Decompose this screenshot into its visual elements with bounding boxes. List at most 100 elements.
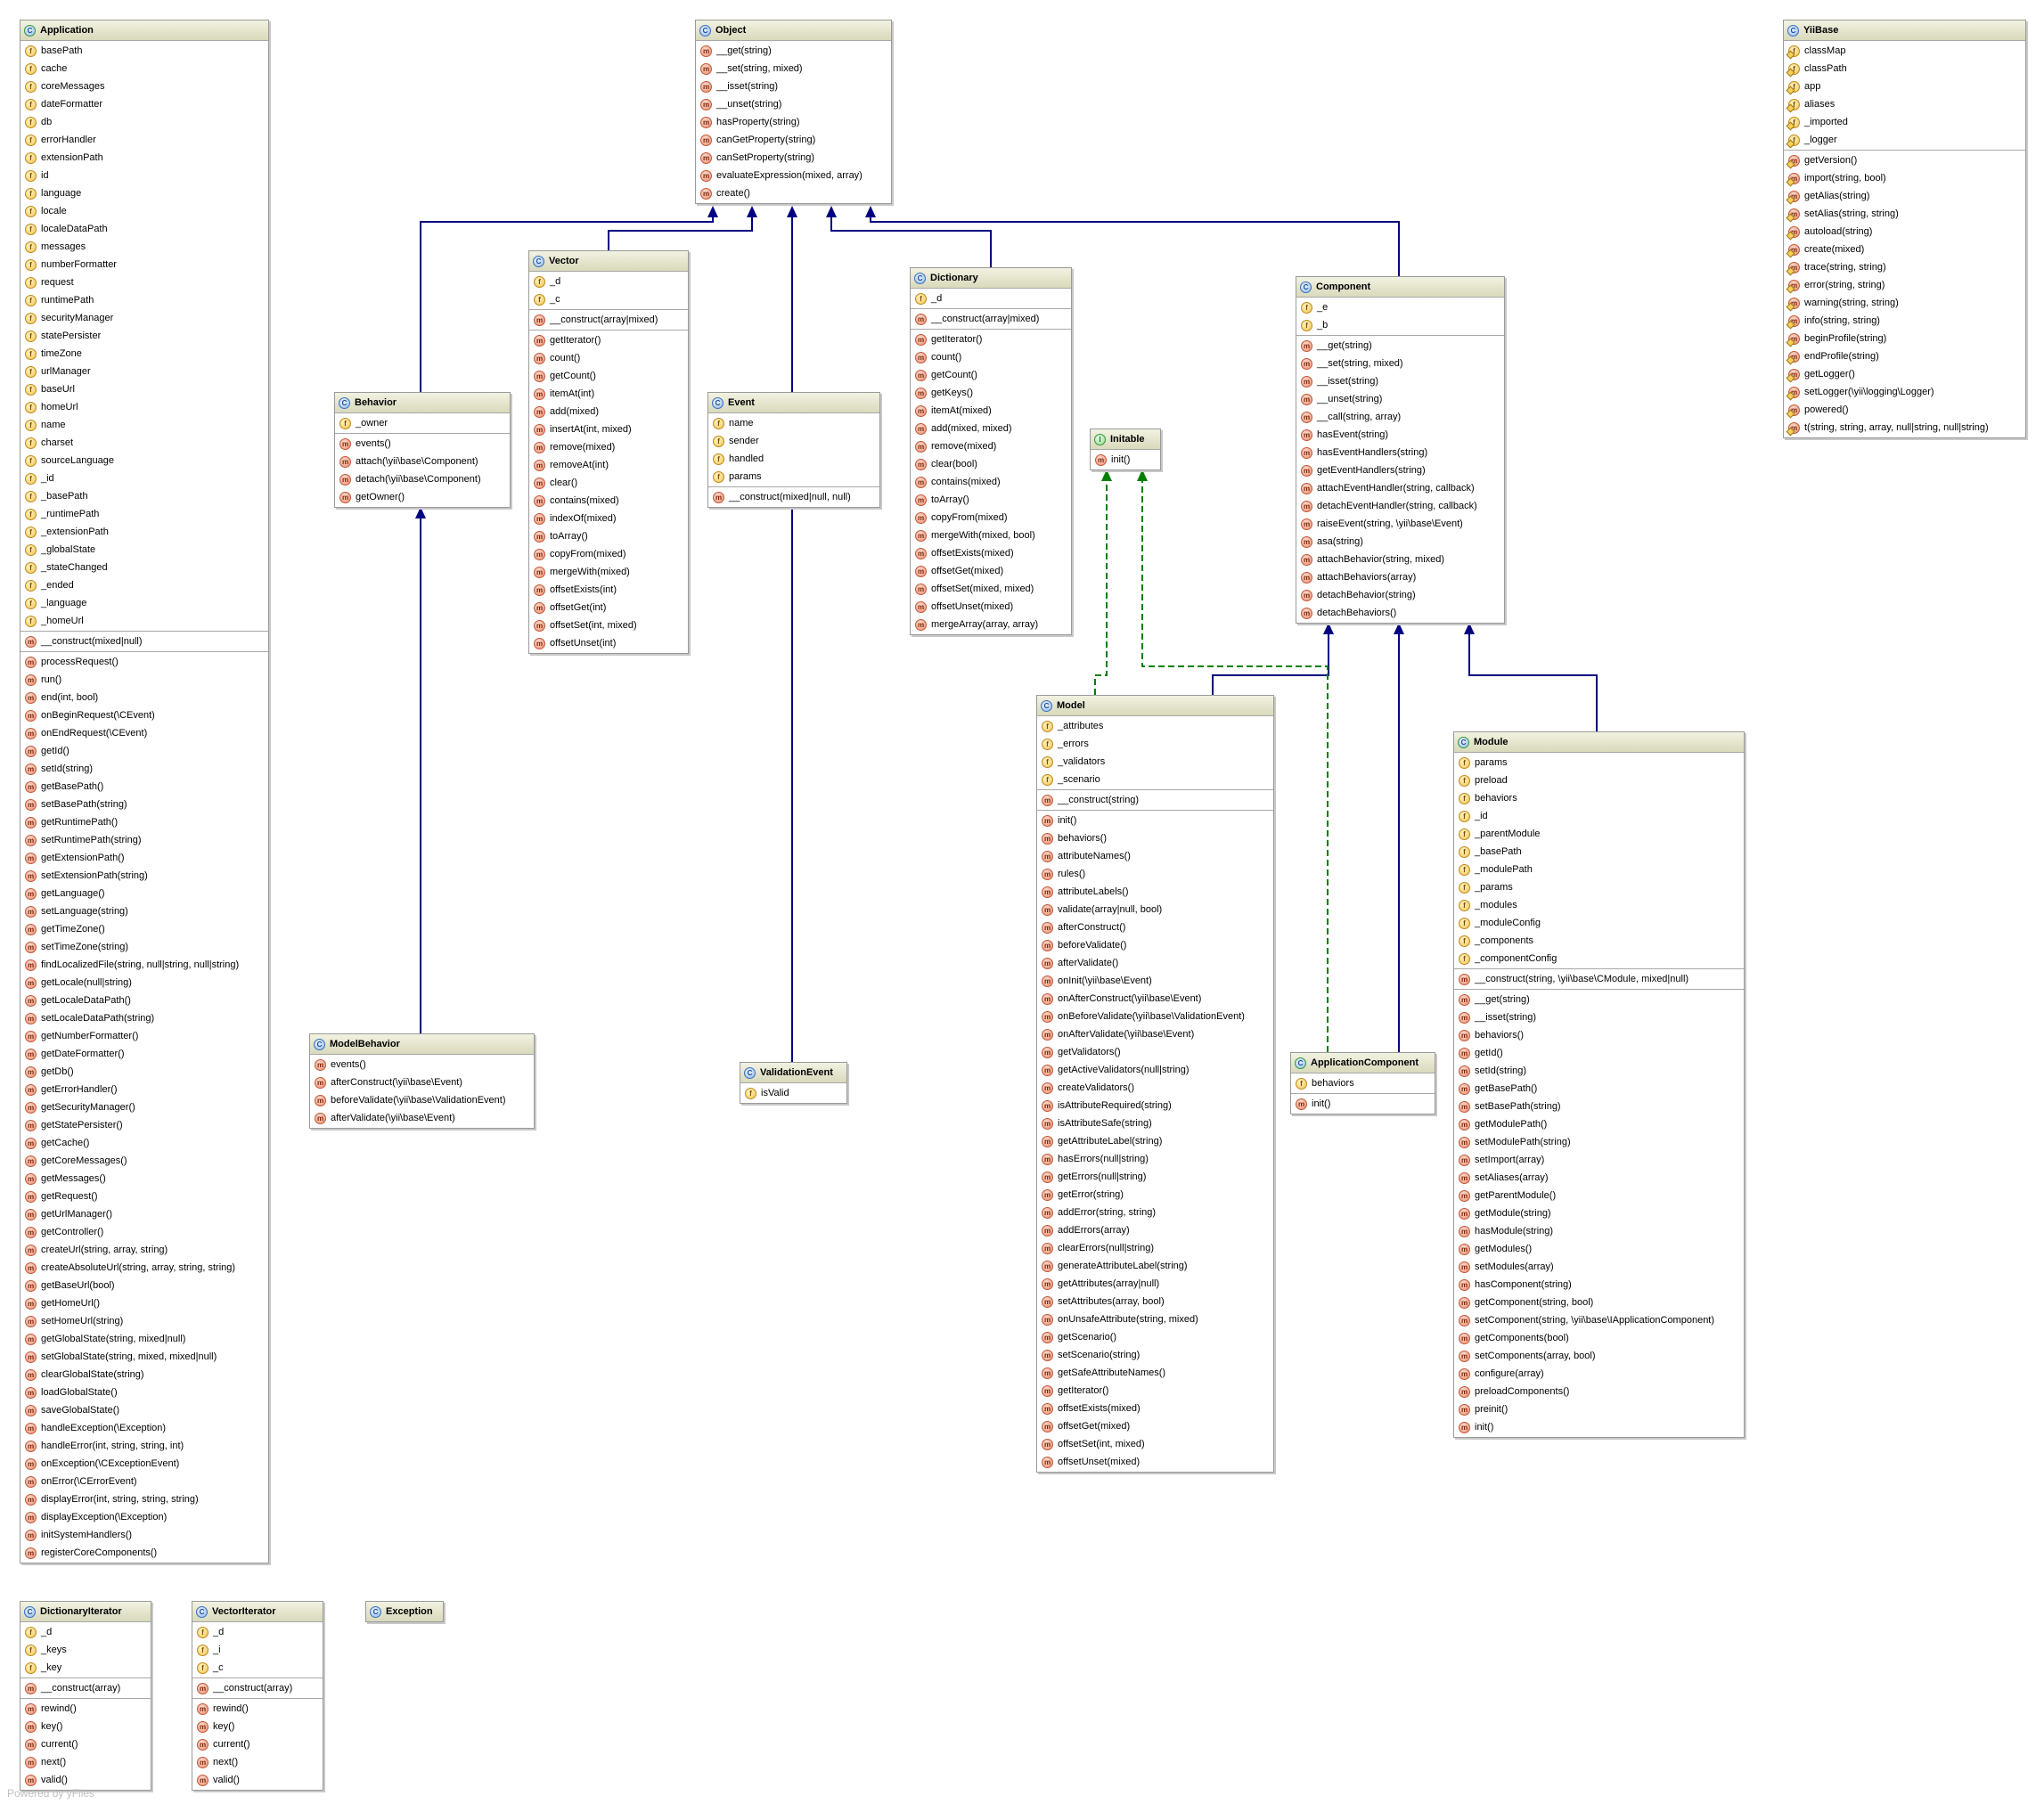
field-item[interactable]: f_params: [1454, 878, 1744, 896]
field-item[interactable]: f_language: [20, 594, 268, 612]
field-item[interactable]: f_globalState: [20, 541, 268, 559]
field-item[interactable]: f_keys: [20, 1641, 151, 1659]
field-item[interactable]: f_basePath: [1454, 843, 1744, 861]
field-item[interactable]: f_d: [20, 1623, 151, 1641]
field-item[interactable]: f_ended: [20, 576, 268, 594]
field-item[interactable]: f_modulePath: [1454, 861, 1744, 878]
constructor-item[interactable]: m__construct(string): [1037, 791, 1273, 809]
constructor-item[interactable]: m__construct(array): [192, 1679, 323, 1697]
method-item[interactable]: m__call(string, array): [1296, 408, 1504, 426]
field-item[interactable]: f_d: [911, 290, 1071, 307]
method-item[interactable]: m__isset(string): [696, 78, 891, 95]
constructor-item[interactable]: m__construct(array): [20, 1679, 151, 1697]
field-item[interactable]: f_b: [1296, 316, 1504, 334]
field-item[interactable]: f_id: [20, 469, 268, 487]
field-item[interactable]: f_d: [192, 1623, 323, 1641]
